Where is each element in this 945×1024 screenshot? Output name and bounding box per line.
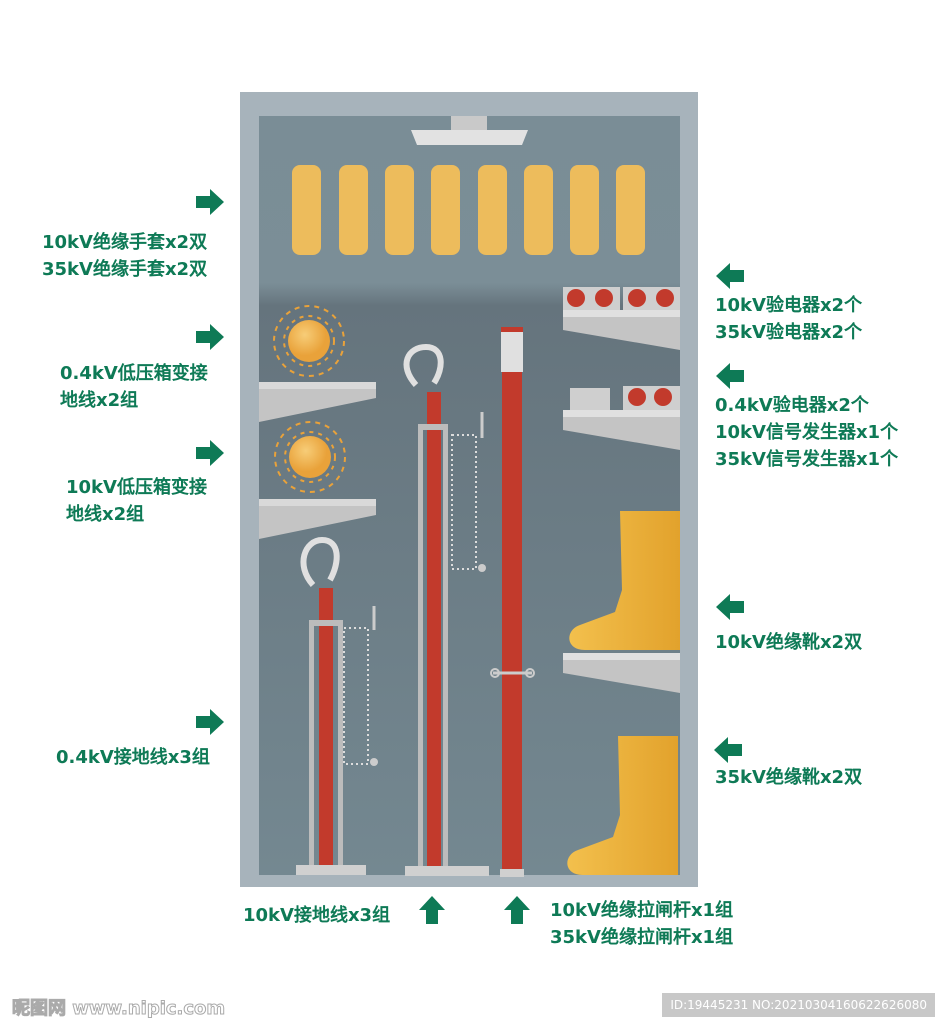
label-line: 0.4kV低压箱变接 <box>60 363 208 384</box>
label-line: 地线x2组 <box>66 504 145 525</box>
arrow-right-icon <box>196 440 224 466</box>
glove <box>385 165 414 255</box>
gloves <box>292 165 645 255</box>
glove <box>431 165 460 255</box>
arrow-right-icon <box>196 709 224 735</box>
glove <box>570 165 599 255</box>
arrow-right-icon <box>196 189 224 215</box>
glove <box>339 165 368 255</box>
label-voltage-testers: 10kV验电器x2个 35kV验电器x2个 <box>715 292 862 346</box>
ground-ball-1 <box>273 305 345 377</box>
insulated-boot-2 <box>567 736 678 875</box>
signal-generator <box>570 388 610 410</box>
label-insulated-gloves: 10kV绝缘手套x2双 35kV绝缘手套x2双 <box>42 229 207 283</box>
label-line: 10kV绝缘靴x2双 <box>715 632 863 653</box>
insulated-switch-pole <box>490 327 535 877</box>
label-line: 10kV验电器x2个 <box>715 295 863 316</box>
label-10kv-box-ground: 10kV低压箱变接地线x2组 <box>66 474 207 528</box>
label-10kv-boots: 10kV绝缘靴x2双 <box>715 629 862 656</box>
label-line: 35kV信号发生器x1个 <box>715 449 899 470</box>
label-line: 10kV低压箱变接 <box>66 477 207 498</box>
watermark-logo: 昵图网 www.nipic.com <box>11 998 226 1020</box>
ground-ball-2 <box>274 421 346 493</box>
label-line: 35kV验电器x2个 <box>715 322 863 343</box>
left-shelves <box>259 382 376 539</box>
arrow-left-icon <box>716 363 744 389</box>
arrow-up-icon <box>504 896 530 924</box>
label-35kv-boots: 35kV绝缘靴x2双 <box>715 764 862 791</box>
arrow-left-icon <box>716 594 744 620</box>
label-line: 35kV绝缘手套x2双 <box>42 259 208 280</box>
arrow-up-icon <box>419 896 445 924</box>
arrows <box>196 189 744 924</box>
label-line: 0.4kV接地线x3组 <box>56 747 210 768</box>
grounding-rod-tall <box>403 343 489 876</box>
lamp <box>411 130 528 145</box>
voltage-testers <box>563 287 680 410</box>
label-10kv-ground-wire: 10kV接地线x3组 <box>243 902 390 929</box>
glove <box>292 165 321 255</box>
label-line: 10kV绝缘拉闸杆x1组 <box>550 900 734 921</box>
grounding-rod-short <box>296 536 378 875</box>
label-line: 10kV绝缘手套x2双 <box>42 232 208 253</box>
label-line: 0.4kV验电器x2个 <box>715 395 869 416</box>
label-line: 35kV绝缘靴x2双 <box>715 767 863 788</box>
label-line: 地线x2组 <box>60 390 139 411</box>
glove <box>478 165 507 255</box>
label-switch-poles: 10kV绝缘拉闸杆x1组 35kV绝缘拉闸杆x1组 <box>550 897 733 951</box>
arrow-left-icon <box>716 263 744 289</box>
lamp-mount <box>451 116 487 130</box>
label-04kv-ground-wire: 0.4kV接地线x3组 <box>56 744 210 771</box>
right-shelves <box>563 310 680 693</box>
glove <box>616 165 645 255</box>
label-04kv-box-ground: 0.4kV低压箱变接地线x2组 <box>60 360 208 414</box>
label-line: 35kV绝缘拉闸杆x1组 <box>550 927 734 948</box>
label-line: 10kV信号发生器x1个 <box>715 422 899 443</box>
watermark-id: ID:19445231 NO:20210304160622626080 <box>662 993 935 1017</box>
insulated-boot-1 <box>569 511 680 650</box>
label-line: 10kV接地线x3组 <box>243 905 391 926</box>
arrow-right-icon <box>196 324 224 350</box>
glove <box>524 165 553 255</box>
arrow-left-icon <box>714 737 742 763</box>
label-testers-generators: 0.4kV验电器x2个 10kV信号发生器x1个 35kV信号发生器x1个 <box>715 392 898 473</box>
